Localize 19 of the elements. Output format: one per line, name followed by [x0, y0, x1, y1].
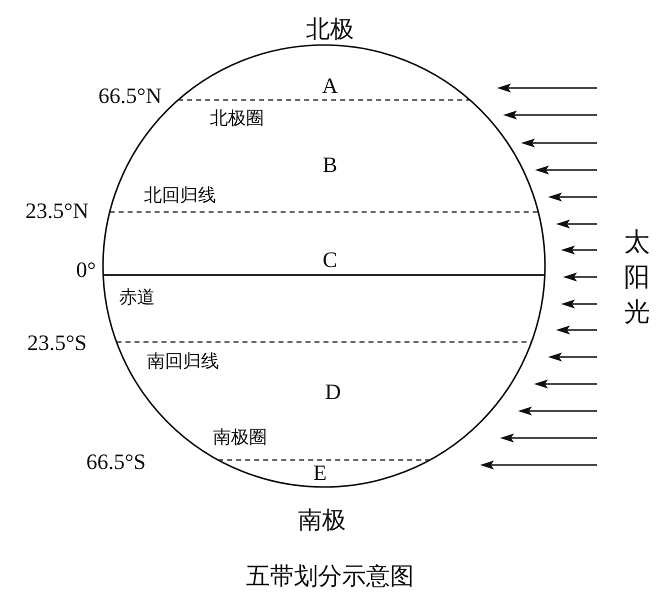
sunlight-label: 太阳光: [624, 226, 650, 329]
latitude-label: 23.5°N: [25, 200, 89, 222]
latitude-label: 66.5°S: [86, 451, 146, 473]
circle-label: 北极圈: [210, 109, 264, 127]
pole-label: 南极: [298, 509, 346, 533]
latitude-label: 0°: [76, 259, 96, 281]
zone-letter: B: [322, 154, 338, 176]
pole-label: 北极: [306, 18, 354, 42]
tropic-label: 南回归线: [147, 352, 219, 370]
zone-letter: E: [313, 462, 327, 484]
latitude-label: 23.5°S: [27, 332, 87, 354]
zone-letter: A: [322, 75, 338, 97]
caption: 五带划分示意图: [246, 565, 414, 589]
circle-label: 南极圈: [213, 428, 267, 446]
equator-label: 赤道: [119, 288, 155, 306]
zone-letter: D: [325, 381, 341, 403]
tropic-label: 北回归线: [144, 186, 216, 204]
zone-letter: C: [322, 249, 338, 271]
latitude-label: 66.5°N: [98, 85, 162, 107]
